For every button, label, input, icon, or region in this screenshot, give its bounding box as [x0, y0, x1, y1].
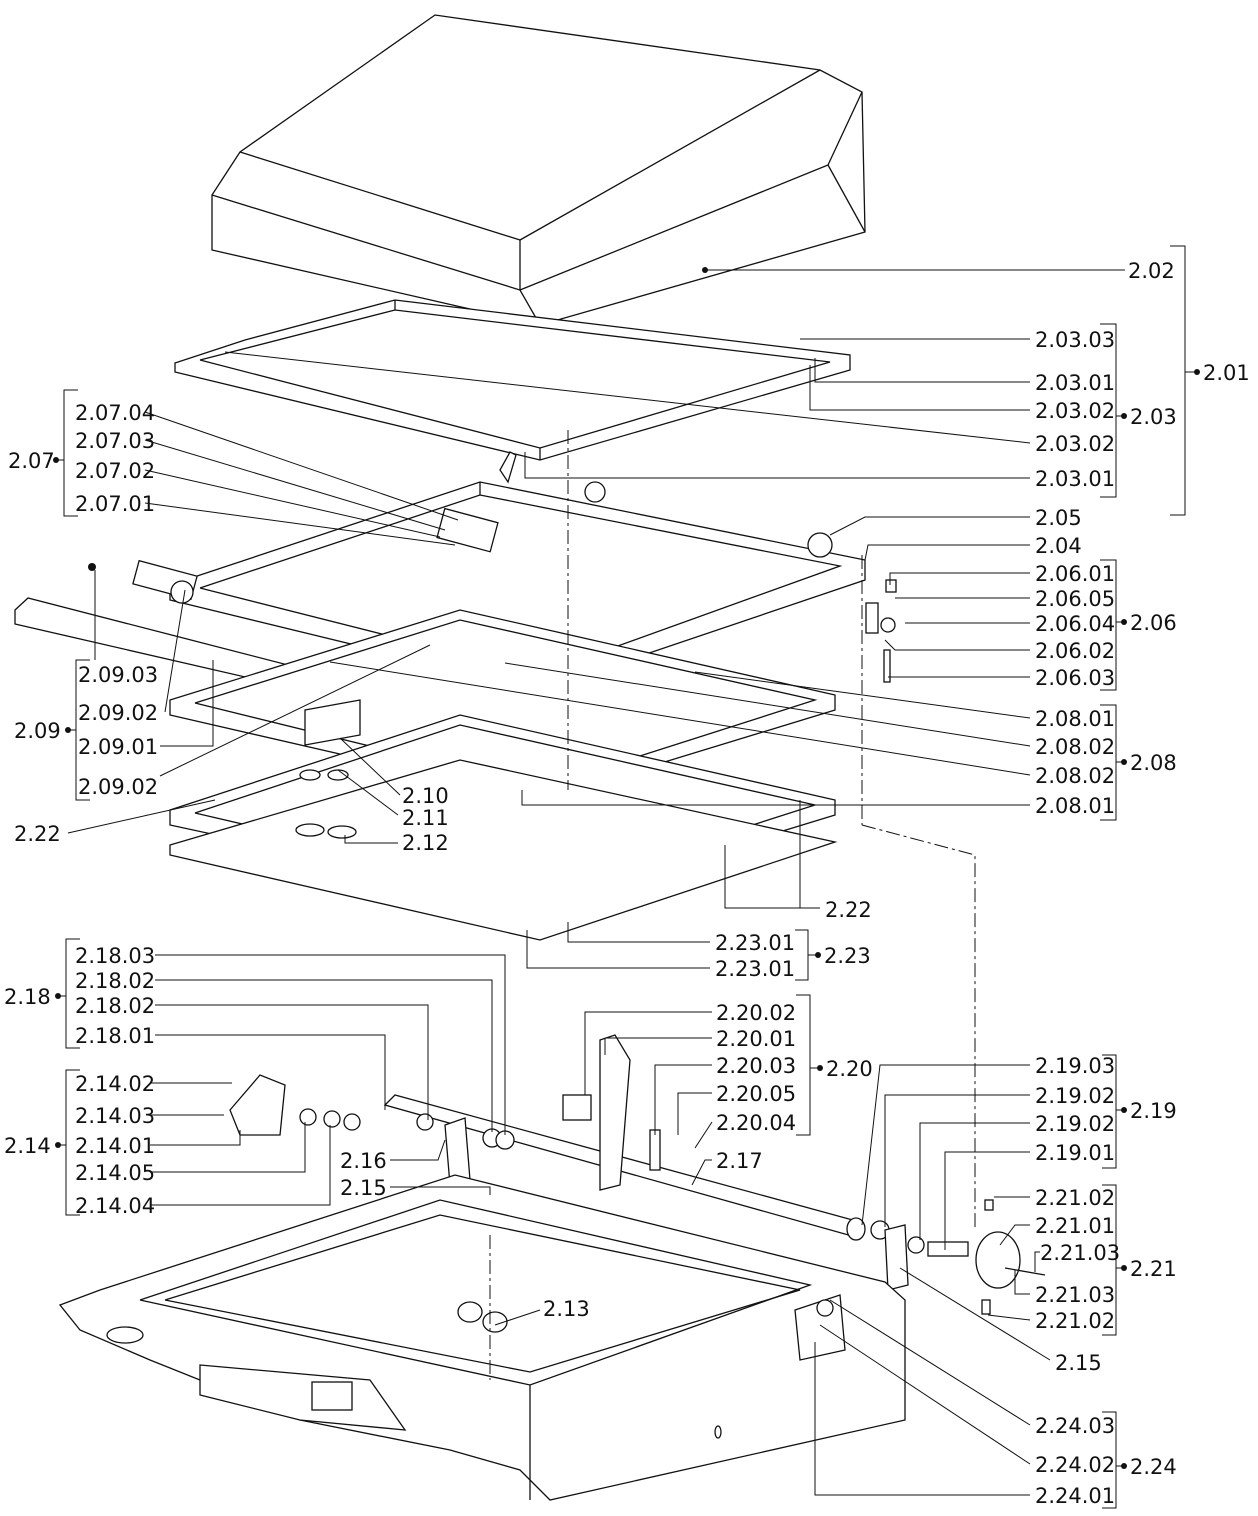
label-2-08-02: 2.08.02 — [1035, 764, 1115, 788]
label-2-01: 2.01 — [1203, 361, 1250, 385]
label-2-18-02: 2.18.02 — [75, 969, 155, 993]
label-2-24-01: 2.24.01 — [1035, 1484, 1115, 1508]
label-2-14-05: 2.14.05 — [75, 1161, 155, 1185]
label-2-11: 2.11 — [402, 806, 449, 830]
label-2-12: 2.12 — [402, 831, 449, 855]
label-2-06-04: 2.06.04 — [1035, 612, 1115, 636]
part-labels: 2.02 2.01 2.03.03 2.03.01 2.03.02 2.03 2… — [4, 259, 1250, 1508]
label-2-08: 2.08 — [1130, 751, 1177, 775]
label-2-09-02: 2.09.02 — [78, 775, 158, 799]
label-2-13: 2.13 — [543, 1297, 590, 1321]
label-2-14: 2.14 — [4, 1134, 51, 1158]
label-2-10: 2.10 — [402, 784, 449, 808]
label-2-19-02: 2.19.02 — [1035, 1084, 1115, 1108]
label-2-03-03: 2.03.03 — [1035, 328, 1115, 352]
label-2-08-01: 2.08.01 — [1035, 707, 1115, 731]
label-2-15: 2.15 — [340, 1176, 387, 1200]
lower-frame-2-22 — [169, 714, 838, 941]
label-2-21-03: 2.21.03 — [1035, 1283, 1115, 1307]
label-2-06-03: 2.06.03 — [1035, 666, 1115, 690]
label-2-05: 2.05 — [1035, 506, 1082, 530]
label-2-20-05: 2.20.05 — [716, 1082, 796, 1106]
latch-2-14 — [229, 1074, 361, 1136]
label-2-24: 2.24 — [1130, 1455, 1177, 1479]
alignment-lines — [489, 430, 976, 1380]
label-2-03-01: 2.03.01 — [1035, 371, 1115, 395]
label-2-03-02: 2.03.02 — [1035, 432, 1115, 456]
hinge-bracket-2-06 — [865, 579, 897, 683]
wheel-2-21 — [870, 1199, 1046, 1315]
label-2-07-01: 2.07.01 — [75, 492, 155, 516]
label-2-14-04: 2.14.04 — [75, 1194, 155, 1218]
label-2-04: 2.04 — [1035, 534, 1082, 558]
label-2-22: 2.22 — [825, 898, 872, 922]
label-2-09: 2.09 — [14, 719, 61, 743]
label-2-18-02: 2.18.02 — [75, 994, 155, 1018]
leader-lines — [53, 245, 1200, 1509]
label-2-19-02: 2.19.02 — [1035, 1112, 1115, 1136]
label-2-18: 2.18 — [4, 985, 51, 1009]
bracket-2-20 — [562, 1034, 661, 1191]
label-2-14-03: 2.14.03 — [75, 1104, 155, 1128]
label-2-20: 2.20 — [826, 1057, 873, 1081]
label-2-18-01: 2.18.01 — [75, 1024, 155, 1048]
label-2-24-02: 2.24.02 — [1035, 1453, 1115, 1477]
label-2-06-01: 2.06.01 — [1035, 562, 1115, 586]
label-2-21-01: 2.21.01 — [1035, 1214, 1115, 1238]
label-2-21-03: 2.21.03 — [1040, 1241, 1120, 1265]
label-2-23-01: 2.23.01 — [715, 957, 795, 981]
label-2-21: 2.21 — [1130, 1257, 1177, 1281]
label-2-17: 2.17 — [716, 1149, 763, 1173]
label-2-22: 2.22 — [14, 822, 61, 846]
label-2-07-04: 2.07.04 — [75, 401, 155, 425]
label-2-20-03: 2.20.03 — [716, 1054, 796, 1078]
label-2-18-03: 2.18.03 — [75, 944, 155, 968]
label-2-19: 2.19 — [1130, 1099, 1177, 1123]
label-2-24-03: 2.24.03 — [1035, 1414, 1115, 1438]
label-2-08-02: 2.08.02 — [1035, 735, 1115, 759]
label-2-14-01: 2.14.01 — [75, 1134, 155, 1158]
hood-cover-2-02 — [211, 14, 866, 326]
label-2-20-02: 2.20.02 — [716, 1001, 796, 1025]
label-2-21-02: 2.21.02 — [1035, 1186, 1115, 1210]
label-2-06-02: 2.06.02 — [1035, 639, 1115, 663]
gasket-frame-2-03 — [174, 299, 851, 461]
label-2-19-01: 2.19.01 — [1035, 1141, 1115, 1165]
spring-assembly — [295, 769, 357, 839]
label-2-19-03: 2.19.03 — [1035, 1054, 1115, 1078]
label-2-09-03: 2.09.03 — [78, 663, 158, 687]
label-2-16: 2.16 — [340, 1149, 387, 1173]
label-2-03-01: 2.03.01 — [1035, 467, 1115, 491]
label-2-09-01: 2.09.01 — [78, 735, 158, 759]
label-2-15: 2.15 — [1055, 1351, 1102, 1375]
label-2-23-01: 2.23.01 — [715, 931, 795, 955]
label-2-06: 2.06 — [1130, 611, 1177, 635]
middle-frame-2-08 — [169, 609, 836, 801]
label-2-07: 2.07 — [8, 449, 55, 473]
label-2-21-02: 2.21.02 — [1035, 1309, 1115, 1333]
label-2-07-02: 2.07.02 — [75, 459, 155, 483]
label-2-06-05: 2.06.05 — [1035, 587, 1115, 611]
label-2-07-03: 2.07.03 — [75, 429, 155, 453]
shaft-2-17 — [383, 1094, 866, 1241]
label-2-08-01: 2.08.01 — [1035, 794, 1115, 818]
label-2-09-02: 2.09.02 — [78, 701, 158, 725]
label-2-14-02: 2.14.02 — [75, 1072, 155, 1096]
label-2-20-04: 2.20.04 — [716, 1111, 796, 1135]
label-2-20-01: 2.20.01 — [716, 1027, 796, 1051]
base-housing — [58, 1174, 906, 1501]
label-2-03: 2.03 — [1130, 405, 1177, 429]
label-2-02: 2.02 — [1128, 259, 1175, 283]
lid-frame-2-04 — [169, 451, 866, 691]
label-2-03-02: 2.03.02 — [1035, 399, 1115, 423]
label-2-23: 2.23 — [824, 944, 871, 968]
